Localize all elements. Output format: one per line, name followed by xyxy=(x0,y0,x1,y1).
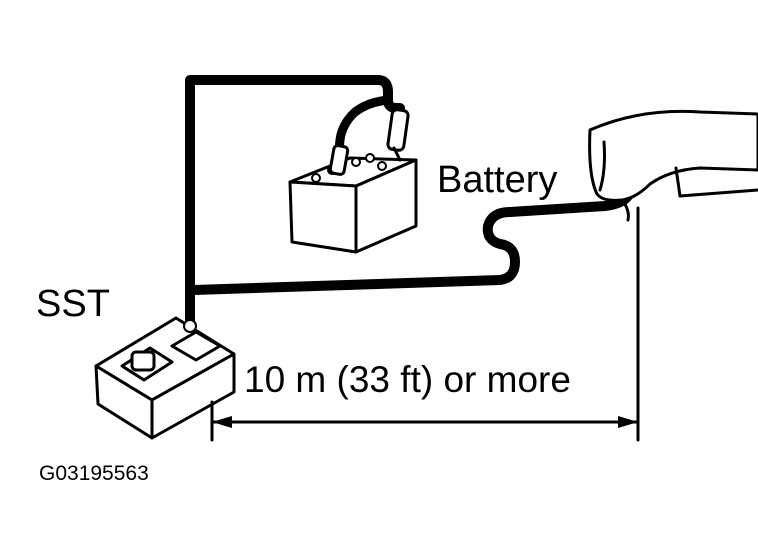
battery-icon xyxy=(288,108,418,254)
sst-tool-icon xyxy=(94,316,236,440)
sensor-probe-icon xyxy=(588,109,758,222)
distance-label: 10 m (33 ft) or more xyxy=(244,359,571,400)
cable xyxy=(185,75,633,335)
sst-label: SST xyxy=(36,283,110,325)
figure-code: G03195563 xyxy=(39,462,149,485)
dimension-arrow-icon xyxy=(210,206,640,442)
battery-label: Battery xyxy=(437,159,557,201)
